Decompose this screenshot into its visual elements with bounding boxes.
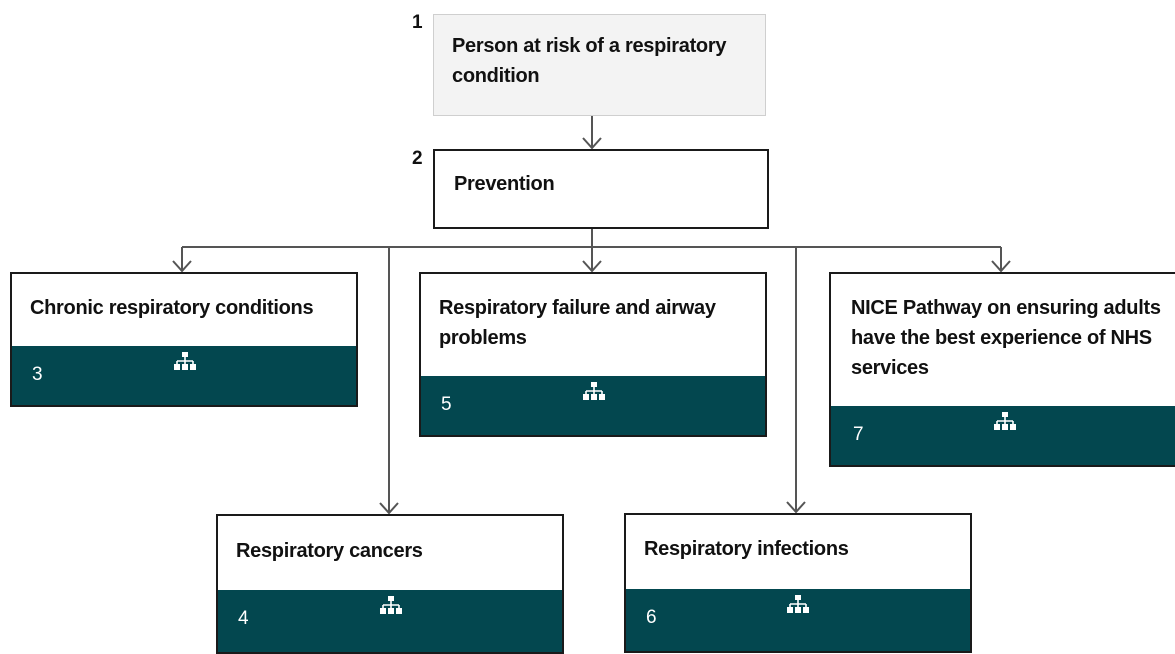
step-number-2: 2 — [412, 148, 423, 169]
arrowhead-infections — [786, 501, 806, 514]
respiratory-infections-footer: 6 — [626, 589, 970, 651]
nhs-services-footer: 7 — [831, 406, 1175, 465]
respiratory-cancers-number: 4 — [238, 608, 249, 629]
pathway-hierarchy-icon[interactable] — [380, 596, 402, 616]
pathway-hierarchy-icon[interactable] — [787, 595, 809, 615]
pathway-hierarchy-icon[interactable] — [174, 352, 196, 372]
respiratory-infections-title: Respiratory infections — [644, 538, 849, 560]
respiratory-cancers-box[interactable]: Respiratory cancers 4 — [216, 514, 564, 654]
chronic-conditions-number: 3 — [32, 364, 43, 385]
step-number-1: 1 — [412, 12, 423, 33]
pathway-hierarchy-icon[interactable] — [994, 412, 1016, 432]
respiratory-failure-number: 5 — [441, 394, 452, 415]
pathway-hierarchy-icon[interactable] — [583, 382, 605, 402]
prevention-box-title: Prevention — [454, 173, 555, 195]
chronic-conditions-box[interactable]: Chronic respiratory conditions 3 — [10, 272, 358, 407]
respiratory-cancers-footer: 4 — [218, 590, 562, 652]
chronic-conditions-title: Chronic respiratory conditions — [30, 297, 314, 319]
prevention-box[interactable]: Prevention — [433, 149, 769, 229]
start-box[interactable]: Person at risk of a respiratory conditio… — [433, 14, 766, 116]
arrowhead-prevention — [582, 137, 602, 150]
nhs-services-title: NICE Pathway on ensuring adults have the… — [851, 297, 1161, 379]
chronic-conditions-footer: 3 — [12, 346, 356, 405]
start-box-title: Person at risk of a respiratory conditio… — [452, 35, 727, 87]
respiratory-failure-title: Respiratory failure and airway problems — [439, 297, 716, 349]
nhs-services-box[interactable]: NICE Pathway on ensuring adults have the… — [829, 272, 1175, 467]
nhs-services-number: 7 — [853, 424, 864, 445]
respiratory-failure-footer: 5 — [421, 376, 765, 435]
respiratory-infections-number: 6 — [646, 607, 657, 628]
respiratory-failure-box[interactable]: Respiratory failure and airway problems … — [419, 272, 767, 437]
arrowhead-cancers — [379, 502, 399, 515]
arrowhead-failure — [582, 260, 602, 273]
respiratory-infections-box[interactable]: Respiratory infections 6 — [624, 513, 972, 653]
arrowhead-nhs — [991, 260, 1011, 273]
respiratory-cancers-title: Respiratory cancers — [236, 540, 423, 562]
arrowhead-chronic — [172, 260, 192, 273]
